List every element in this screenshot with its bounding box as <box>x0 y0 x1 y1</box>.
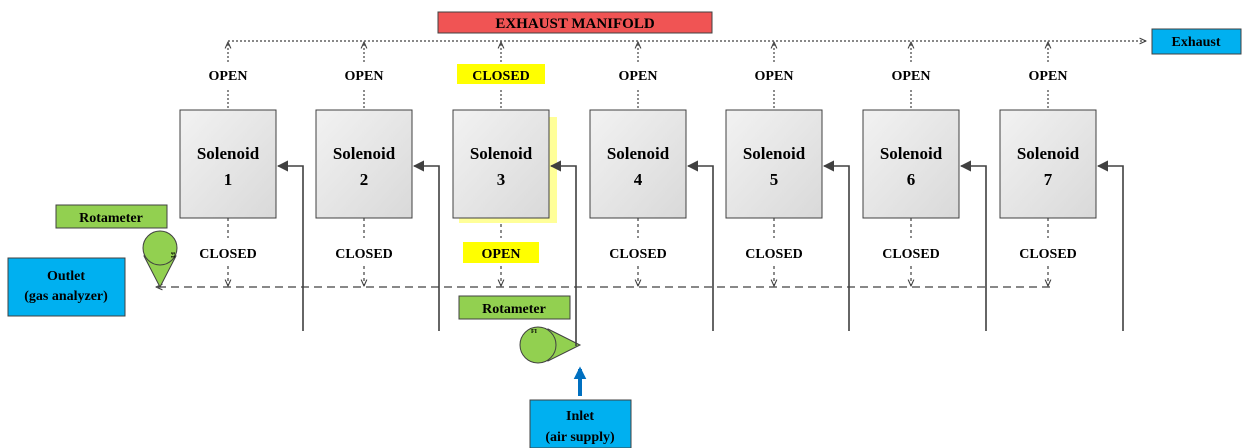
top-state-1: OPEN <box>209 69 248 84</box>
solenoid-box-7 <box>999 109 1097 219</box>
inlet-feed-5 <box>822 160 850 331</box>
rotameter-label-box-outlet <box>55 204 168 229</box>
solenoid-name-5: Solenoid <box>743 144 806 163</box>
solenoid-box-5 <box>725 109 823 219</box>
bottom-state-5: CLOSED <box>745 247 803 262</box>
solenoid-group: Solenoid1OPENCLOSEDSolenoid2OPENCLOSEDSo… <box>179 42 1124 346</box>
top-state-6: OPEN <box>892 69 931 84</box>
top-state-highlight-3 <box>457 64 545 84</box>
rotameter-inlet-symbol: FI <box>531 329 538 335</box>
inlet-feed-2 <box>412 160 440 331</box>
solenoid-name-2: Solenoid <box>333 144 396 163</box>
solenoid-number-5: 5 <box>770 170 779 189</box>
solenoid-box-4 <box>589 109 687 219</box>
solenoid-number-4: 4 <box>634 170 643 189</box>
bottom-state-highlight-3 <box>463 242 539 263</box>
bottom-state-6: CLOSED <box>882 247 940 262</box>
solenoid-box-1 <box>179 109 277 219</box>
inlet-box <box>529 399 632 448</box>
solenoid-number-7: 7 <box>1044 170 1053 189</box>
inlet-label: Inlet <box>566 409 594 424</box>
solenoid-box-3 <box>452 109 550 219</box>
rotameter-inlet-icon: FI <box>519 326 582 364</box>
solenoid-number-6: 6 <box>907 170 916 189</box>
inlet-sublabel: (air supply) <box>545 430 615 445</box>
rotameter-outlet-symbol: FI <box>169 252 175 259</box>
solenoid-name-6: Solenoid <box>880 144 943 163</box>
inlet-feed-1 <box>276 160 304 331</box>
exhaust-manifold-box <box>437 11 713 34</box>
solenoid-name-4: Solenoid <box>607 144 670 163</box>
bottom-state-3: OPEN <box>482 247 521 262</box>
solenoid-number-2: 2 <box>360 170 369 189</box>
outlet-box <box>7 257 126 317</box>
solenoid-box-2 <box>315 109 413 219</box>
bottom-state-7: CLOSED <box>1019 247 1077 262</box>
bottom-state-1: CLOSED <box>199 247 257 262</box>
exhaust-manifold-label: EXHAUST MANIFOLD <box>495 16 654 32</box>
outlet-sublabel: (gas analyzer) <box>24 289 108 304</box>
top-state-4: OPEN <box>619 69 658 84</box>
top-state-5: OPEN <box>755 69 794 84</box>
solenoid-box-6 <box>862 109 960 219</box>
rotameter-outlet-icon: FI <box>142 230 178 289</box>
rotameter-label-box-inlet <box>458 295 571 320</box>
inlet-feed-4 <box>686 160 714 331</box>
rotameter-label-outlet: Rotameter <box>79 211 143 226</box>
inlet-feed-6 <box>959 160 987 331</box>
top-state-2: OPEN <box>345 69 384 84</box>
solenoid-name-3: Solenoid <box>470 144 533 163</box>
inlet-feed-3 <box>549 160 577 346</box>
solenoid-name-7: Solenoid <box>1017 144 1080 163</box>
solenoid-number-1: 1 <box>224 170 233 189</box>
solenoid-name-1: Solenoid <box>197 144 260 163</box>
rotameter-label-inlet: Rotameter <box>482 302 546 317</box>
exhaust-label: Exhaust <box>1171 35 1220 50</box>
bottom-state-4: CLOSED <box>609 247 667 262</box>
outlet-label: Outlet <box>47 269 85 284</box>
top-state-3: CLOSED <box>472 69 530 84</box>
exhaust-box <box>1151 28 1242 55</box>
solenoid-number-3: 3 <box>497 170 506 189</box>
inlet-feed-7 <box>1096 160 1124 331</box>
bottom-state-2: CLOSED <box>335 247 393 262</box>
top-state-7: OPEN <box>1029 69 1068 84</box>
